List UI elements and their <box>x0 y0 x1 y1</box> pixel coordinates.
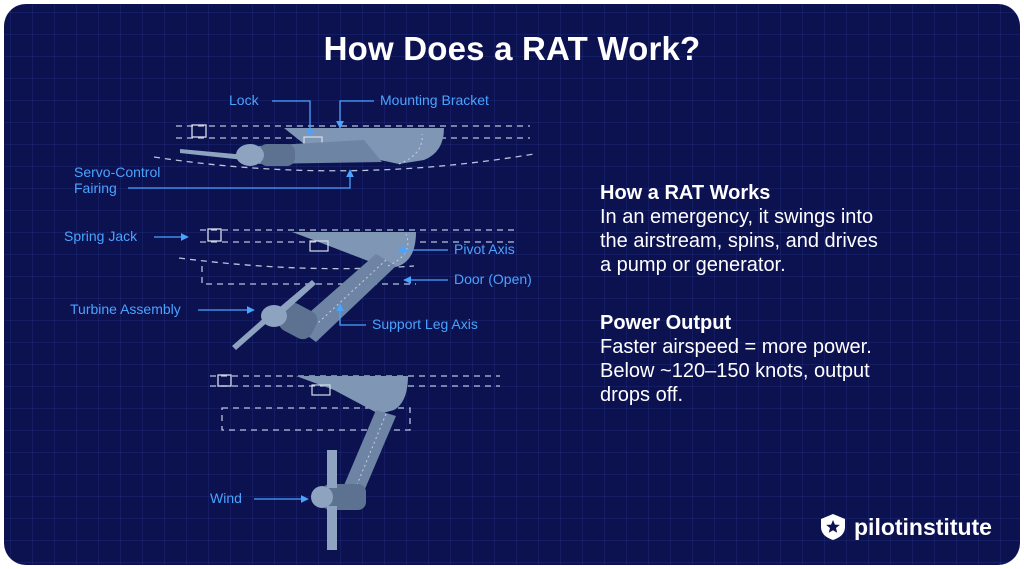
info-line: Below ~120–150 knots, output <box>600 360 870 382</box>
label-mounting-bracket: Mounting Bracket <box>336 92 489 129</box>
stage-stowed <box>153 124 535 172</box>
info-line: the airstream, spins, and drives <box>600 230 878 252</box>
label-turbine-assembly: Turbine Assembly <box>70 301 255 317</box>
leader-arrow <box>336 100 374 129</box>
support-leg-axis-line <box>305 259 387 335</box>
info-line: drops off. <box>600 384 684 406</box>
label-wind-text: Wind <box>210 490 242 506</box>
turbine-blade <box>232 316 270 350</box>
turbine-blade <box>327 450 337 488</box>
label-support-leg-axis-text: Support Leg Axis <box>372 316 478 332</box>
support-leg <box>342 410 396 496</box>
label-servo-control-fairing: Servo-Control Fairing <box>74 164 354 196</box>
support-leg-axis-line <box>353 413 387 493</box>
label-door-open: Door (Open) <box>403 271 532 287</box>
turbine-generator <box>278 302 318 340</box>
spring-jack-box <box>217 374 232 387</box>
turbine-blade <box>274 280 316 318</box>
stowed-turbine-hub <box>236 144 264 166</box>
turbine-blade <box>327 506 337 550</box>
page-title: How Does a RAT Work? <box>323 30 701 67</box>
door-open-outline <box>221 407 411 431</box>
fairing-curve <box>153 153 535 172</box>
info-line: a pump or generator. <box>600 254 786 276</box>
spring-jack-box <box>207 228 222 242</box>
door-open-outline <box>201 266 416 285</box>
star-shield-icon <box>821 514 845 540</box>
label-servo-control-fairing-line2: Fairing <box>74 180 117 196</box>
info-line: Faster airspeed = more power. <box>600 336 872 358</box>
lock-box <box>309 240 329 252</box>
rat-diagram: Lock Mounting Bracket Servo-Control Fair… <box>64 92 535 550</box>
label-lock: Lock <box>229 92 314 137</box>
label-wind: Wind <box>210 490 309 506</box>
label-lock-text: Lock <box>229 92 260 108</box>
label-spring-jack: Spring Jack <box>64 228 189 244</box>
label-door-open-text: Door (Open) <box>454 271 532 287</box>
label-turbine-assembly-text: Turbine Assembly <box>70 301 181 317</box>
spring-jack-box <box>191 124 207 138</box>
lock-box <box>311 384 331 396</box>
brand-logo-text: pilotinstitute <box>854 513 992 540</box>
info-block-power-output: Power Output Faster airspeed = more powe… <box>600 311 1000 407</box>
stowed-generator <box>259 144 295 166</box>
turbine-hub <box>311 486 333 508</box>
info-heading: How a RAT Works <box>600 182 771 204</box>
turbine-hub <box>261 305 287 327</box>
label-pivot-axis-text: Pivot Axis <box>454 241 515 257</box>
info-heading: Power Output <box>600 312 732 334</box>
info-block-how-it-works: How a RAT Works In an emergency, it swin… <box>600 181 1000 277</box>
infographic-card: How Does a RAT Work? <box>4 4 1020 565</box>
fairing-curve <box>178 257 415 270</box>
turbine-generator <box>322 484 366 510</box>
label-mounting-bracket-text: Mounting Bracket <box>380 92 489 108</box>
info-line: In an emergency, it swings into <box>600 206 874 228</box>
brand-logo: pilotinstitute <box>818 512 992 542</box>
stage-deployed <box>210 374 500 550</box>
label-pivot-axis: Pivot Axis <box>397 241 515 257</box>
label-servo-control-fairing-line1: Servo-Control <box>74 164 160 180</box>
leader-arrow <box>336 303 366 326</box>
label-support-leg-axis: Support Leg Axis <box>336 303 478 332</box>
stage-deploying <box>178 228 516 350</box>
label-spring-jack-text: Spring Jack <box>64 228 138 244</box>
leader-arrow <box>272 100 314 137</box>
stowed-blade <box>180 149 246 160</box>
leader-arrow <box>128 169 354 189</box>
